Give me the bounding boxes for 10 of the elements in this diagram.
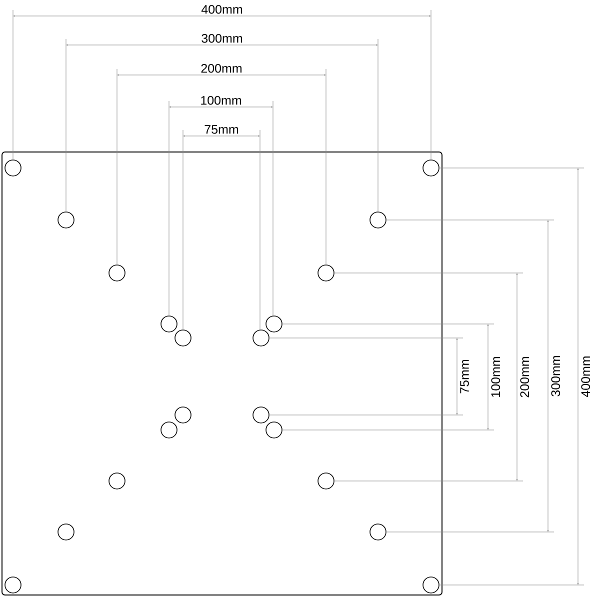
dimension-label: 100mm bbox=[491, 356, 500, 397]
dimension-label: 400mm bbox=[581, 356, 590, 398]
dimension-label: 300mm bbox=[551, 356, 560, 396]
dimension-label: 300mm bbox=[202, 34, 242, 43]
dimension-label: 100mm bbox=[201, 96, 241, 105]
dimension-label: 400mm bbox=[201, 4, 242, 14]
dimension-label: 75mm bbox=[460, 360, 469, 394]
dimension-label: 75mm bbox=[204, 125, 238, 134]
dimension-label: 200mm bbox=[520, 356, 530, 398]
dimension-label: 200mm bbox=[201, 64, 242, 73]
